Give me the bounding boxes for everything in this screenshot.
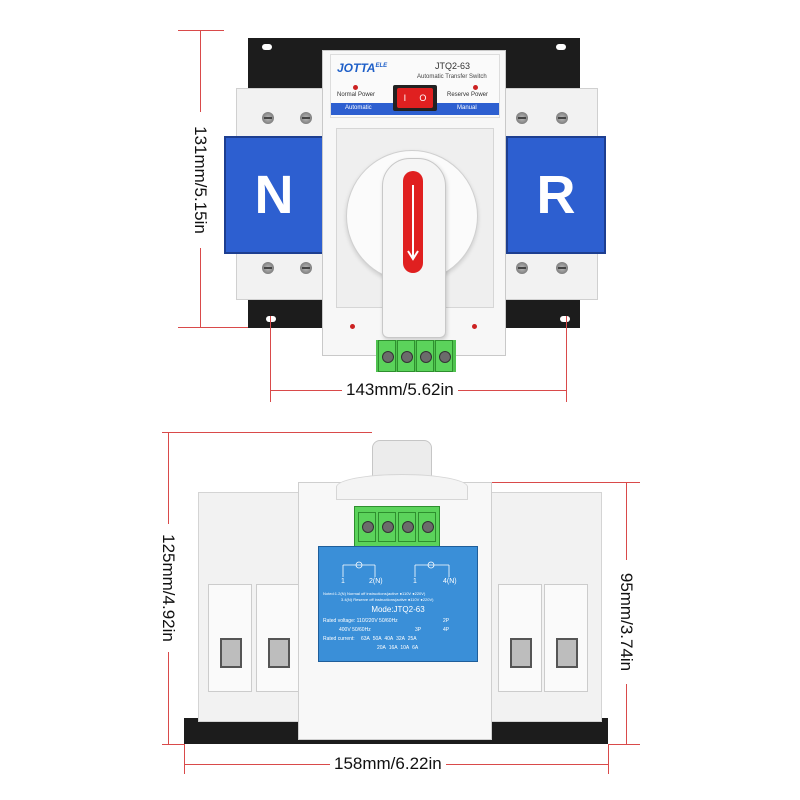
dim-line [178,327,248,328]
rail-slot [556,44,566,50]
screw [300,262,312,274]
handle-indicator [403,171,423,273]
dim-line [566,316,567,402]
wiring-diagram [342,561,450,577]
top-height-label: 131mm/5.15in [190,112,210,248]
reserve-power-led [473,85,478,90]
top-view: N R JOTTAELE JTQ2-63 Automatic Transfer … [178,30,606,402]
rated-current-label: Rated current: [323,636,355,642]
side-screw-window [268,638,290,668]
bottom-view: 1 2(N) 1 4(N) Noted:1.2(N) Normal off in… [0,400,800,800]
rail-slot [266,316,276,322]
rotary-handle[interactable] [382,158,446,338]
handle-collar [336,474,468,500]
dim-line [270,316,271,402]
rated-voltage: Rated voltage: 110/220V 50/60Hz [323,618,398,624]
side-screw-window [556,638,578,668]
screw [516,112,528,124]
screw [262,262,274,274]
bottom-depth-label: 95mm/3.74in [616,560,636,684]
dim-line [608,744,640,745]
dim-line [608,744,609,774]
terminal-label-3: 1 [413,578,417,585]
dim-line [162,432,372,433]
bottom-width-label: 158mm/6.22in [330,754,446,774]
terminal-label-4: 4(N) [443,578,457,585]
terminal [416,340,434,372]
screw [556,262,568,274]
mode-text: Mode:JTQ2-63 [371,605,425,614]
side-screw-window [220,638,242,668]
status-led-right [472,324,477,329]
subtitle: Automatic Transfer Switch [417,74,487,80]
r-plate: R [506,136,606,254]
terminal [358,512,376,542]
bottom-height-label: 125mm/4.92in [158,524,178,652]
status-led-left [350,324,355,329]
screw [556,112,568,124]
rail-slot [262,44,272,50]
currents-row-2: 20A 16A 10A 6A [377,645,419,651]
side-screw-window [510,638,532,668]
terminal [378,340,396,372]
normal-power-led [353,85,358,90]
model-name: JTQ2-63 [435,61,471,71]
dim-line [492,482,640,483]
currents-row-1: 63A 50A 40A 32A 25A [361,636,417,642]
switch-off-label: O [419,93,427,103]
note-line-1: Noted:1.2(N) Normal off instructions(act… [323,591,426,596]
terminal [418,512,436,542]
poles-3p: 3P [415,627,422,633]
normal-power-label: Normal Power [337,92,376,98]
terminal [397,340,415,372]
screw [262,112,274,124]
dim-line [184,744,185,774]
manual-label: Manual [457,105,477,111]
note-line-2: 3.4(N) Reserve off instructions(active ●… [341,597,434,602]
dim-line [162,744,184,745]
poles-2p: 2P [443,618,450,624]
poles-4p: 4P [443,627,450,633]
terminal [435,340,453,372]
terminal-label-1: 1 [341,578,345,585]
reserve-power-label: Reserve Power [447,92,489,98]
top-width-label: 143mm/5.62in [342,380,458,400]
screw [300,112,312,124]
n-plate: N [224,136,324,254]
automatic-label: Automatic [345,105,372,111]
terminal-label-2: 2(N) [369,578,383,585]
rail-slot [560,316,570,322]
rocker-switch[interactable]: I O [393,85,437,111]
r-plate-letter: R [536,165,576,225]
dim-line [178,30,224,31]
header-panel: JOTTAELE JTQ2-63 Automatic Transfer Swit… [330,54,500,118]
terminal [398,512,416,542]
n-plate-letter: N [254,165,294,225]
arrow-down-icon [407,185,419,261]
brand-logo: JOTTAELE [337,61,388,75]
switch-on-label: I [403,93,407,103]
product-label: 1 2(N) 1 4(N) Noted:1.2(N) Normal off in… [318,546,478,662]
terminal [378,512,396,542]
voltage-2: 400V 50/60Hz [339,627,371,633]
screw [516,262,528,274]
